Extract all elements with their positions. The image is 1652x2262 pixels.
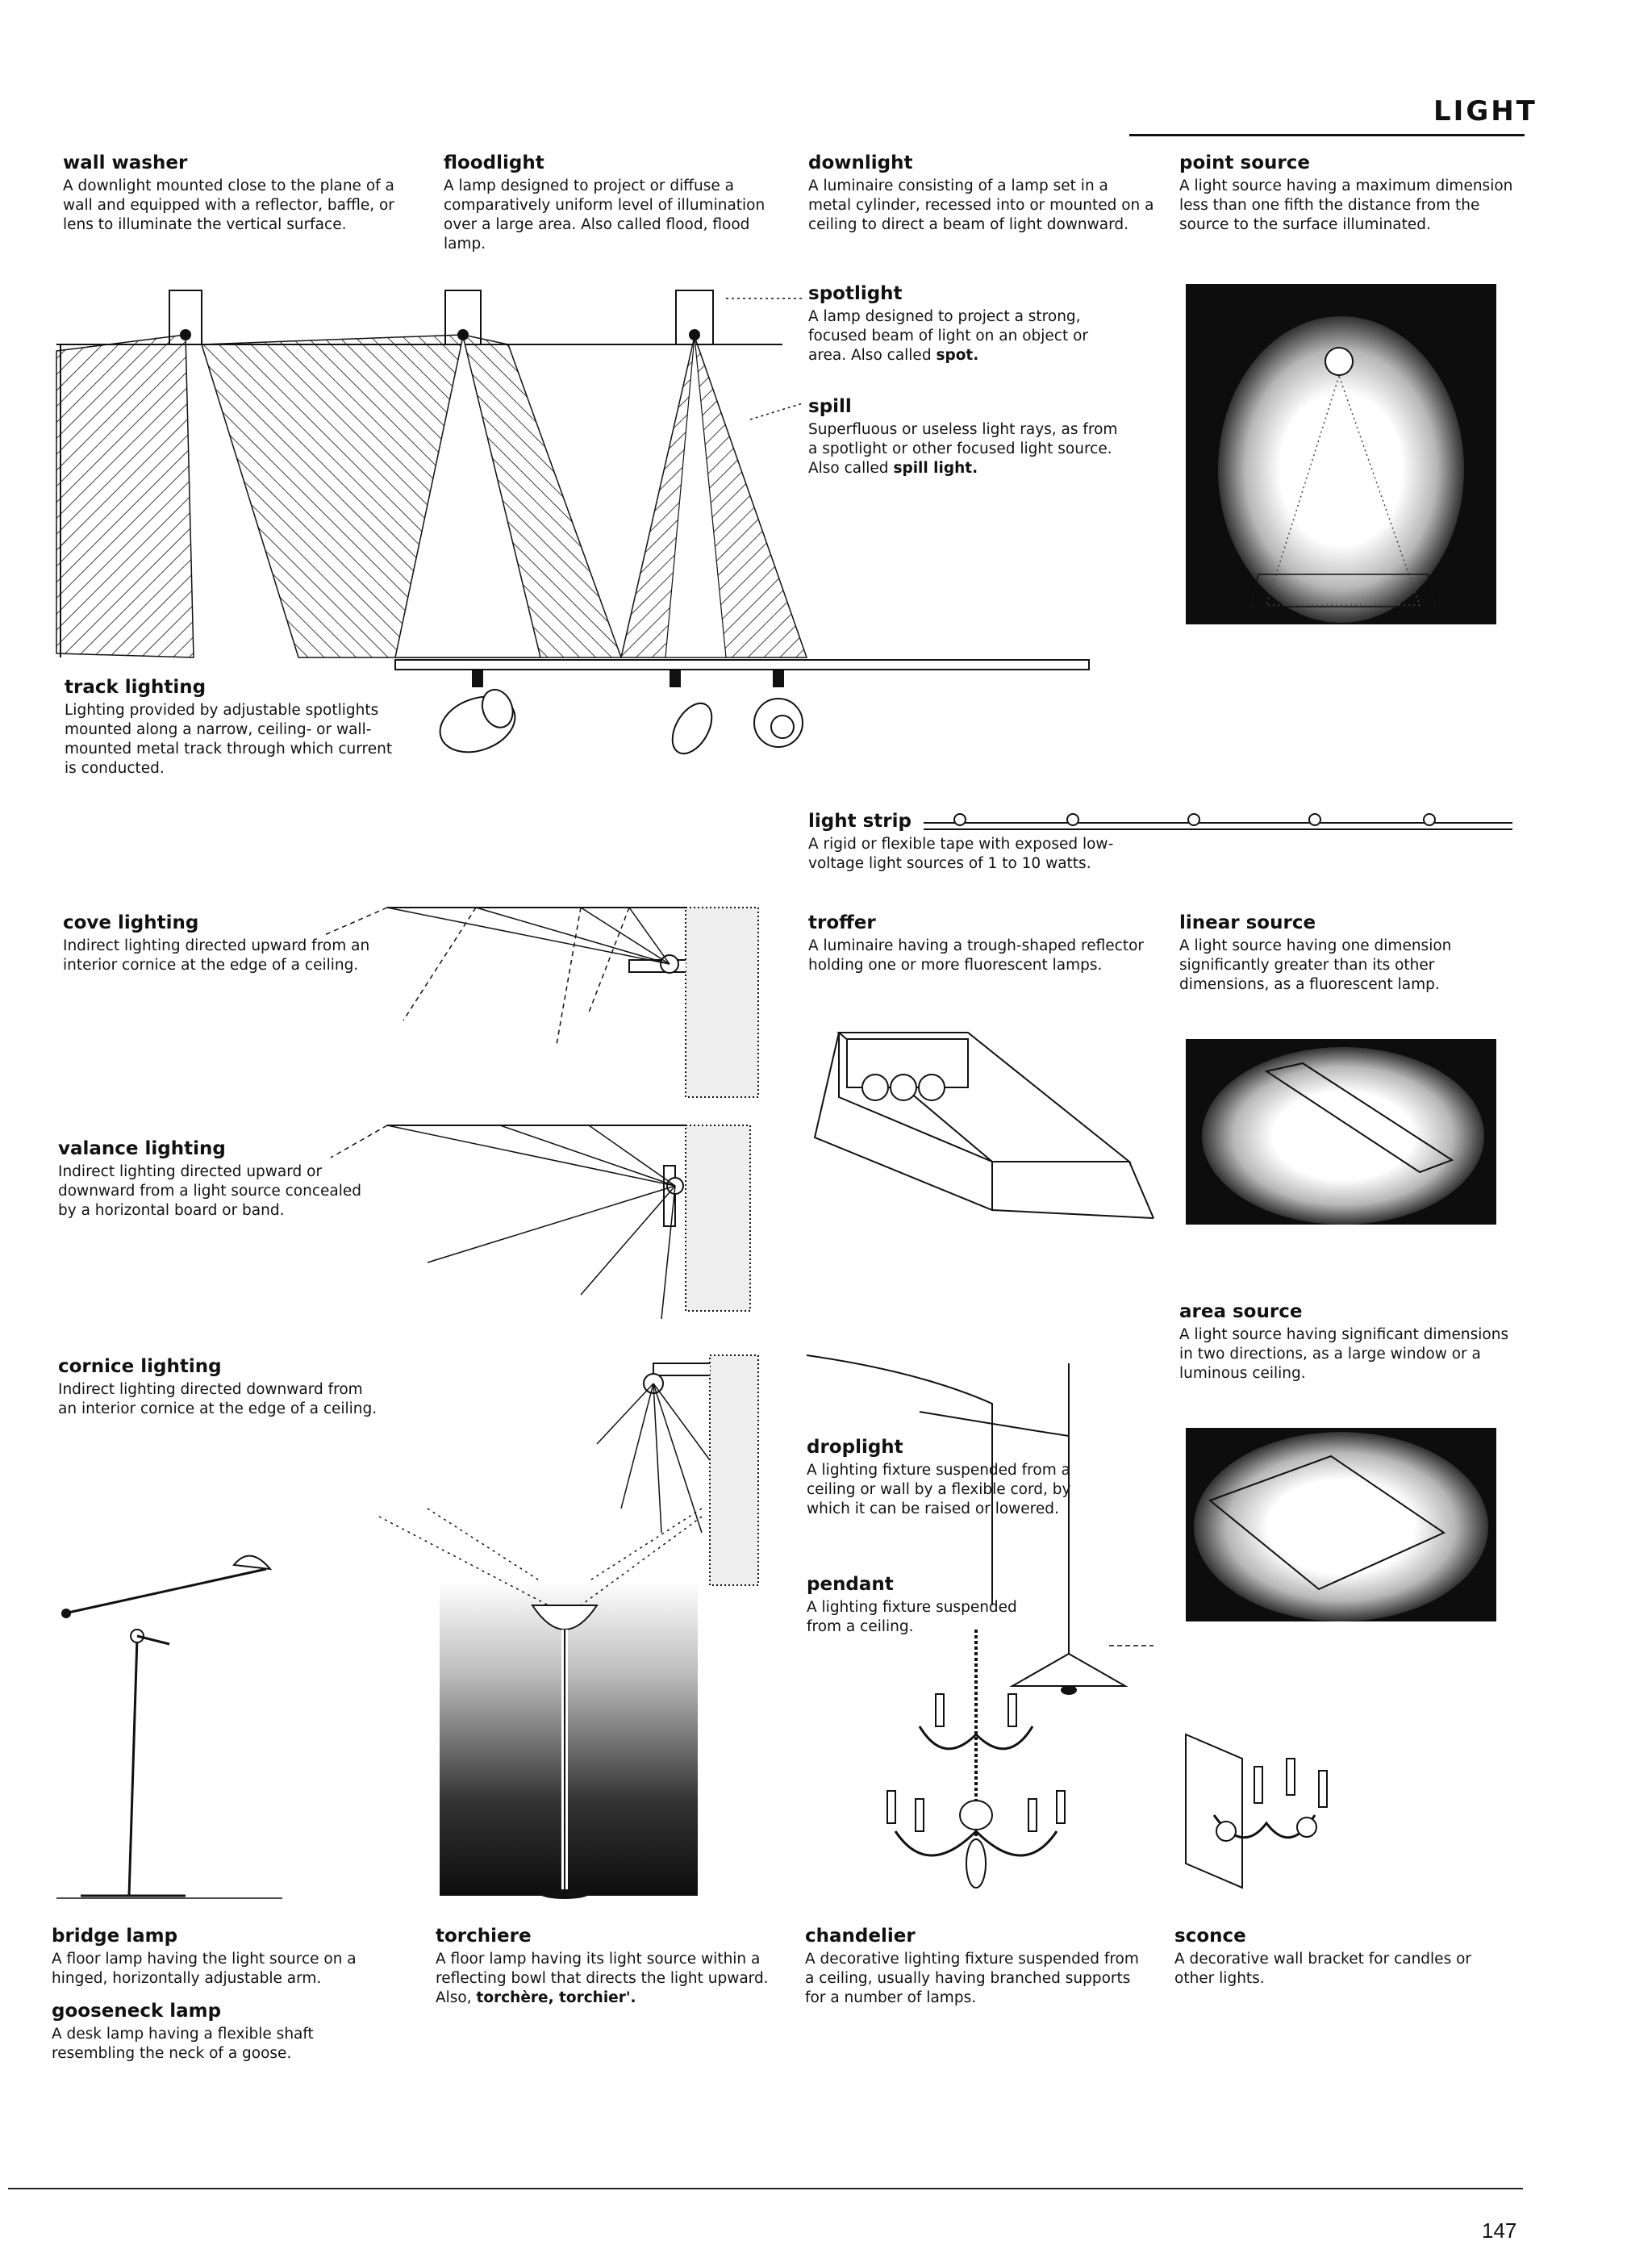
entry-cornice-lighting: cornice lighting Indirect lighting direc… xyxy=(58,1355,381,1419)
term-wall-washer: wall washer xyxy=(63,152,418,174)
definition-downlight: A luminaire consisting of a lamp set in … xyxy=(808,177,1155,235)
definition-point-source: A light source having a maximum dimensio… xyxy=(1179,177,1526,235)
definition-area-source: A light source having significant dimens… xyxy=(1179,1325,1518,1383)
torchiere-light-lines xyxy=(355,1500,726,1613)
section-title: LIGHT xyxy=(1433,95,1537,127)
entry-area-source: area source A light source having signif… xyxy=(1179,1300,1518,1383)
entry-troffer: troffer A luminaire having a trough-shap… xyxy=(808,912,1147,975)
term-linear-source: linear source xyxy=(1179,912,1518,934)
torchiere-illustration xyxy=(436,1581,702,1904)
definition-gooseneck-lamp: A desk lamp having a flexible shaft rese… xyxy=(52,2025,390,2064)
cove-lighting-illustration xyxy=(315,883,774,1101)
entry-torchiere: torchiere A floor lamp having its light … xyxy=(436,1925,774,2008)
term-floodlight: floodlight xyxy=(444,152,782,174)
entry-sconce: sconce A decorative wall bracket for can… xyxy=(1174,1925,1513,1989)
definition-sconce: A decorative wall bracket for candles or… xyxy=(1174,1950,1513,1989)
definition-linear-source: A light source having one dimension sign… xyxy=(1179,937,1518,995)
troffer-illustration xyxy=(807,1025,1162,1226)
downlight-diagram xyxy=(56,278,823,657)
entry-track-lighting: track lighting Lighting provided by adju… xyxy=(65,676,403,778)
entry-spotlight: spotlight A lamp designed to project a s… xyxy=(808,282,1131,365)
definition-spill: Superfluous or useless light rays, as fr… xyxy=(808,420,1131,478)
point-source-illustration xyxy=(1186,284,1496,624)
term-point-source: point source xyxy=(1179,152,1526,174)
definition-troffer: A luminaire having a trough-shaped refle… xyxy=(808,937,1147,975)
term-sconce: sconce xyxy=(1174,1925,1513,1947)
term-troffer: troffer xyxy=(808,912,1147,934)
entry-spill: spill Superfluous or useless light rays,… xyxy=(808,395,1131,478)
light-strip-illustration xyxy=(920,807,1516,839)
definition-track-lighting: Lighting provided by adjustable spotligh… xyxy=(65,701,403,778)
definition-bridge-lamp: A floor lamp having the light source on … xyxy=(52,1950,390,1989)
definition-torchiere: A floor lamp having its light source wit… xyxy=(436,1950,774,2008)
header-rule xyxy=(1129,134,1525,136)
definition-spotlight: A lamp designed to project a strong, foc… xyxy=(808,307,1131,365)
footer-rule xyxy=(8,2188,1523,2189)
entry-point-source: point source A light source having a max… xyxy=(1179,152,1526,235)
area-source-illustration xyxy=(1186,1428,1496,1621)
term-area-source: area source xyxy=(1179,1300,1518,1323)
term-bridge-lamp: bridge lamp xyxy=(52,1925,390,1947)
sconce-illustration xyxy=(1178,1726,1371,1896)
page-number: 147 xyxy=(1482,2218,1516,2243)
entry-linear-source: linear source A light source having one … xyxy=(1179,912,1518,995)
term-chandelier: chandelier xyxy=(805,1925,1144,1947)
entry-floodlight: floodlight A lamp designed to project or… xyxy=(444,152,782,254)
term-torchiere: torchiere xyxy=(436,1925,774,1947)
term-downlight: downlight xyxy=(808,152,1155,174)
term-track-lighting: track lighting xyxy=(65,676,403,699)
entry-wall-washer: wall washer A downlight mounted close to… xyxy=(63,152,418,235)
entry-chandelier: chandelier A decorative lighting fixture… xyxy=(805,1925,1144,2008)
definition-cornice-lighting: Indirect lighting directed downward from… xyxy=(58,1380,381,1419)
bridge-lamp-illustration xyxy=(48,1549,290,1904)
term-gooseneck-lamp: gooseneck lamp xyxy=(52,2000,390,2022)
track-lighting-illustration xyxy=(387,652,1097,781)
definition-chandelier: A decorative lighting fixture suspended … xyxy=(805,1950,1144,2008)
definition-floodlight: A lamp designed to project or diffuse a … xyxy=(444,177,782,254)
term-cornice-lighting: cornice lighting xyxy=(58,1355,381,1378)
linear-source-illustration xyxy=(1186,1039,1496,1225)
term-spotlight: spotlight xyxy=(808,282,1131,305)
term-spill: spill xyxy=(808,395,1131,418)
definition-light-strip: A rigid or flexible tape with exposed lo… xyxy=(808,835,1163,874)
definition-wall-washer: A downlight mounted close to the plane o… xyxy=(63,177,418,235)
valance-lighting-illustration xyxy=(323,1109,758,1319)
entry-downlight: downlight A luminaire consisting of a la… xyxy=(808,152,1155,235)
chandelier-illustration xyxy=(855,1630,1097,1904)
entry-bridge-lamp: bridge lamp A floor lamp having the ligh… xyxy=(52,1925,390,2064)
